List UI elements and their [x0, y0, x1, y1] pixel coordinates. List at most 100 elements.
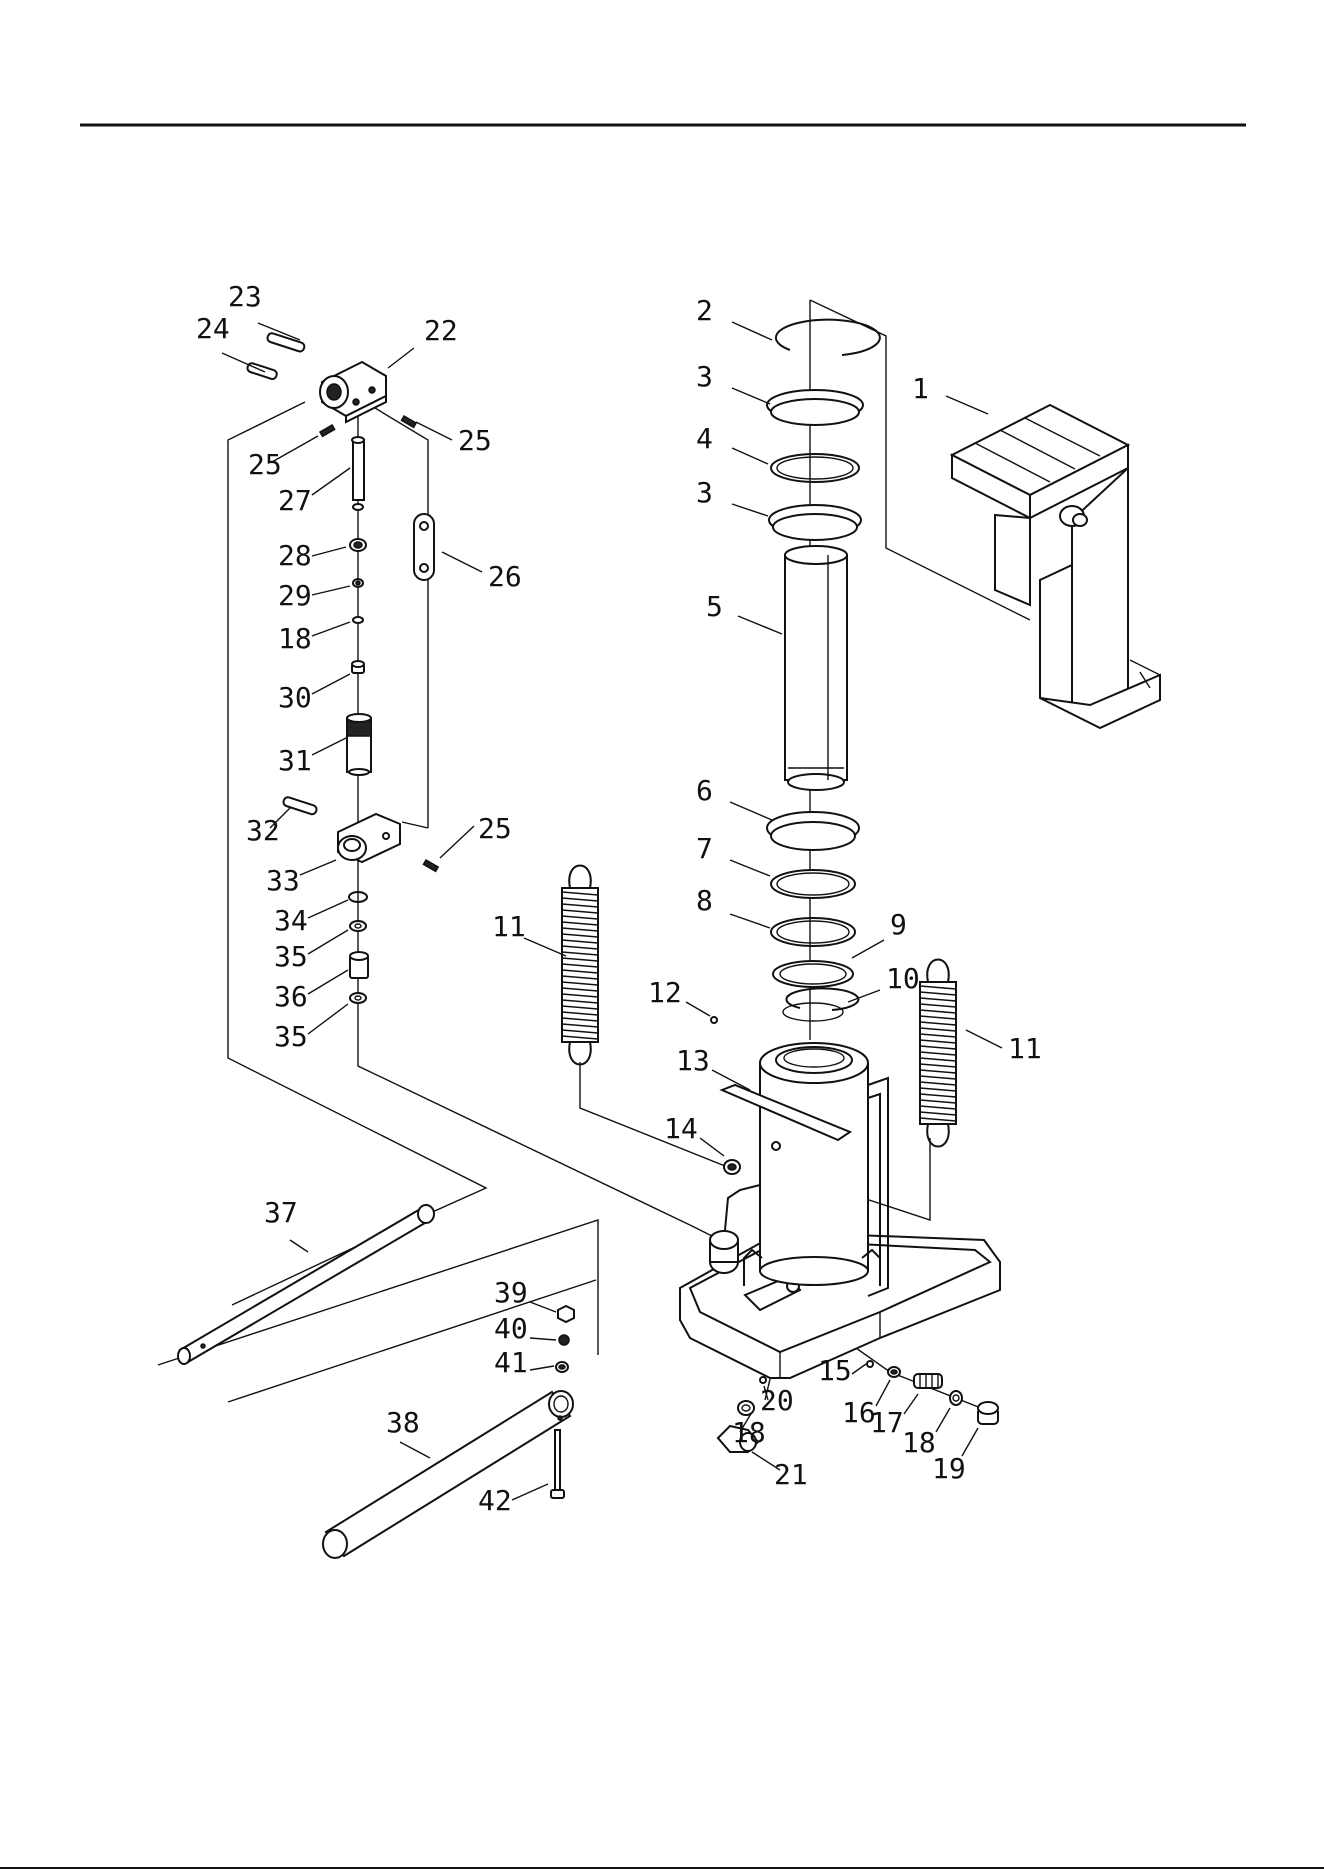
callout-c17: 17 — [870, 1406, 904, 1439]
callout-c29: 29 — [278, 579, 312, 612]
callout-c11b: 11 — [1008, 1032, 1042, 1065]
leader-c41 — [530, 1366, 554, 1370]
part-release-ball — [760, 1377, 766, 1383]
callout-c40: 40 — [494, 1312, 528, 1345]
part-plug — [724, 1160, 740, 1174]
leader-c15 — [852, 1364, 866, 1374]
leader-c9 — [852, 940, 884, 958]
callout-c18b: 18 — [732, 1416, 766, 1449]
part-seal-ring — [771, 454, 859, 482]
leader-c1 — [946, 396, 988, 414]
callout-c10: 10 — [886, 962, 920, 995]
part-lock-washer-40 — [559, 1335, 569, 1345]
leader-c10 — [848, 990, 880, 1002]
leader-c24 — [222, 353, 265, 372]
callout-c35b: 35 — [274, 1020, 308, 1053]
callout-c25c: 25 — [478, 812, 512, 845]
leader-c40 — [530, 1338, 556, 1340]
part-link — [414, 514, 434, 580]
callout-c30: 30 — [278, 681, 312, 714]
part-pin-23 — [266, 332, 305, 352]
leader-c3b — [732, 504, 768, 516]
callout-c36: 36 — [274, 980, 308, 1013]
callout-c34: 34 — [274, 904, 308, 937]
part-snap-ring — [783, 988, 858, 1021]
callout-c25a: 25 — [248, 448, 282, 481]
leader-c35a — [308, 930, 348, 954]
callout-c1: 1 — [912, 372, 929, 405]
leader-c7 — [730, 860, 770, 876]
part-pump-seal — [353, 579, 363, 587]
part-sleeve — [350, 952, 368, 978]
callout-c37: 37 — [264, 1196, 298, 1229]
leader-c42 — [512, 1484, 548, 1500]
callout-c2: 2 — [696, 294, 713, 327]
part-washer-35b — [350, 993, 366, 1003]
leader-c17 — [904, 1394, 918, 1414]
leader-c31 — [312, 738, 346, 755]
part-pump-piston — [352, 437, 364, 510]
leader-c11a — [524, 938, 566, 956]
callout-c14: 14 — [664, 1112, 698, 1145]
part-pin-32 — [282, 796, 317, 815]
callout-c15: 15 — [818, 1354, 852, 1387]
leader-c34 — [308, 900, 348, 918]
callout-c3b: 3 — [696, 476, 713, 509]
leader-c39 — [530, 1302, 556, 1312]
callout-c11a: 11 — [492, 910, 526, 943]
part-bolt-42 — [551, 1430, 564, 1498]
part-handle-upper — [178, 1205, 434, 1364]
callout-c18c: 18 — [902, 1426, 936, 1459]
part-pump-cylinder — [347, 714, 371, 775]
callout-c12: 12 — [648, 976, 682, 1009]
part-pump-washer-18 — [353, 617, 363, 623]
leader-c29 — [312, 586, 350, 595]
leader-c35b — [308, 1004, 348, 1034]
leader-c27 — [312, 468, 350, 495]
leader-c18c — [936, 1408, 950, 1432]
part-ball-seat — [888, 1367, 900, 1377]
part-cotter-pins — [320, 416, 438, 871]
part-wear-ring-lower — [769, 505, 861, 540]
part-guide-ring — [771, 870, 855, 898]
part-wear-ring-upper — [767, 390, 863, 425]
leader-c36 — [308, 970, 348, 994]
callout-c7: 7 — [696, 832, 713, 865]
leader-c25c — [440, 826, 474, 858]
part-nut-39 — [558, 1306, 574, 1322]
leader-c3a — [732, 388, 770, 404]
leader-c14 — [700, 1138, 724, 1156]
callout-c20: 20 — [760, 1384, 794, 1417]
leader-c38 — [400, 1442, 430, 1458]
callout-c6: 6 — [696, 774, 713, 807]
callout-c27: 27 — [278, 484, 312, 517]
callout-c31: 31 — [278, 744, 312, 777]
part-valve-screw — [978, 1402, 998, 1424]
part-spring-right — [920, 960, 956, 1147]
leader-c6 — [730, 802, 772, 820]
part-o-ring — [771, 918, 855, 946]
callout-c21: 21 — [774, 1458, 808, 1491]
leader-c16 — [876, 1380, 890, 1406]
callout-c5: 5 — [706, 590, 723, 623]
leader-c8 — [730, 914, 770, 928]
callout-c22: 22 — [424, 314, 458, 347]
callout-c42: 42 — [478, 1484, 512, 1517]
callout-c35a: 35 — [274, 940, 308, 973]
callout-c4: 4 — [696, 422, 713, 455]
part-pump-head — [320, 362, 386, 422]
callout-c25b: 25 — [458, 424, 492, 457]
part-retaining-ring — [776, 320, 880, 355]
callout-c13: 13 — [676, 1044, 710, 1077]
part-pump-nut — [352, 661, 364, 673]
callout-c18a: 18 — [278, 622, 312, 655]
part-washer-41 — [556, 1362, 568, 1372]
part-ram — [785, 546, 847, 790]
part-spring-left — [562, 866, 598, 1065]
callout-c23: 23 — [228, 280, 262, 313]
part-saddle — [952, 405, 1160, 728]
part-backup-ring — [773, 961, 853, 987]
callout-c32: 32 — [246, 814, 280, 847]
